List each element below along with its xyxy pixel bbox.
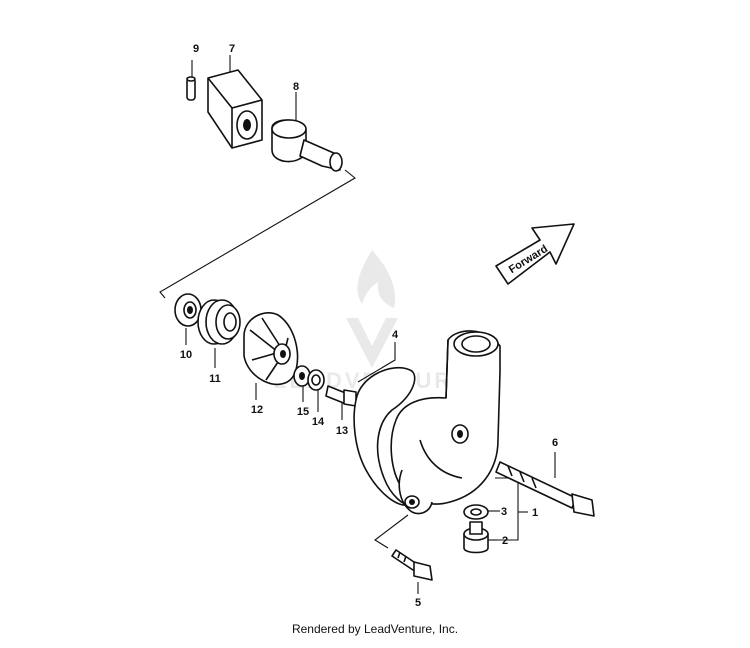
part-7-coupler-icon[interactable] (207, 69, 263, 149)
callout-8[interactable]: 8 (293, 81, 299, 93)
callout-10[interactable]: 10 (180, 349, 192, 361)
callout-7[interactable]: 7 (229, 43, 235, 55)
callout-6[interactable]: 6 (552, 437, 558, 449)
part-2-drain-plug-icon[interactable] (463, 521, 489, 554)
leader-8-to-10 (159, 169, 356, 299)
part-12-impeller-icon[interactable] (243, 312, 299, 386)
callout-14[interactable]: 14 (312, 416, 325, 428)
part-6-long-bolt-icon[interactable] (495, 461, 595, 517)
callout-1[interactable]: 1 (532, 507, 538, 519)
callout-12[interactable]: 12 (251, 404, 263, 416)
watermark-flame-icon (357, 250, 396, 308)
callout-5[interactable]: 5 (415, 597, 421, 609)
callout-15[interactable]: 15 (297, 406, 309, 418)
part-10-seal-icon[interactable] (174, 293, 202, 327)
part-14-washer-icon[interactable] (307, 369, 325, 391)
callout-9[interactable]: 9 (193, 43, 199, 55)
footer-credit: Rendered by LeadVenture, Inc. (291, 622, 459, 636)
part-4-gasket-icon[interactable] (353, 366, 416, 506)
part-pump-housing-icon[interactable] (390, 330, 501, 515)
callout-11[interactable]: 11 (209, 373, 221, 385)
part-3-washer-icon[interactable] (463, 504, 489, 520)
part-11-mechanical-seal-icon[interactable] (197, 299, 241, 345)
part-9-pin-icon[interactable] (186, 76, 196, 101)
leader-lines (159, 55, 556, 549)
forward-arrow-icon: Forward (495, 223, 575, 285)
watermark-v-icon (346, 318, 398, 368)
callout-13[interactable]: 13 (336, 425, 348, 437)
callout-4[interactable]: 4 (392, 329, 399, 341)
callout-2[interactable]: 2 (502, 535, 508, 547)
leader-1-bracket (495, 477, 519, 541)
part-5-bolt-icon[interactable] (391, 549, 433, 581)
leader-5 (374, 514, 409, 549)
part-8-shaft-icon[interactable] (271, 119, 343, 172)
leader-4 (357, 342, 396, 383)
callouts: 9 7 8 10 11 12 15 14 13 4 6 3 1 2 5 (180, 43, 558, 609)
callout-3[interactable]: 3 (501, 506, 507, 518)
